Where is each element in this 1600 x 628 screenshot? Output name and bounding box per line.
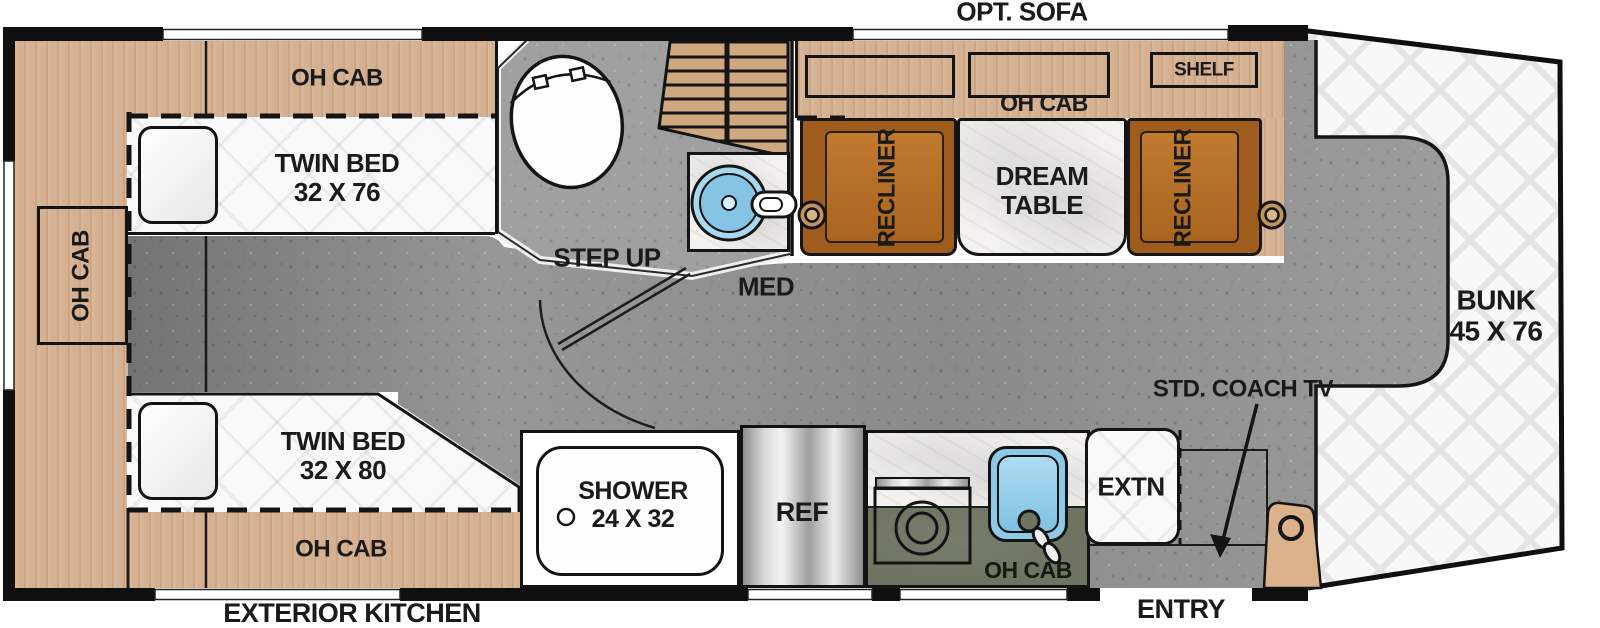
toilet-icon	[509, 54, 625, 190]
recliner-seat	[1140, 131, 1239, 243]
shelf-label: SHELF	[1174, 59, 1234, 81]
exterior-kitchen-label: EXTERIOR KITCHEN	[223, 597, 481, 628]
oh-cab-label-left: OH CAB	[67, 230, 95, 322]
kitchen-sink-icon	[988, 446, 1068, 542]
refrigerator	[740, 425, 866, 588]
kitchen-sink-basin	[997, 455, 1059, 533]
oh-cab-label-dinette: OH CAB	[1000, 90, 1088, 117]
recliner-right-label: RECLINER	[1169, 128, 1197, 248]
extn-label: EXTN	[1097, 471, 1165, 502]
recliner-left	[800, 118, 957, 256]
pillow-icon	[138, 126, 218, 224]
bath-vanity-counter	[687, 152, 790, 252]
dinette-cabinet-box	[805, 55, 955, 98]
oh-cab-label-galley: OH CAB	[984, 557, 1072, 584]
shelf-box	[1150, 52, 1258, 88]
med-label: MED	[737, 271, 795, 302]
entry-label: ENTRY	[1136, 593, 1226, 624]
stove-backsplash	[875, 477, 970, 490]
oh-cab-label-top: OH CAB	[291, 64, 383, 92]
opt-sofa-label: OPT. SOFA	[956, 0, 1088, 27]
oh-cab-bottom-band	[127, 512, 520, 588]
oh-cab-label-bottom: OH CAB	[295, 535, 387, 563]
recliner-seat	[825, 131, 944, 243]
step-up-label: STEP UP	[553, 242, 661, 273]
dream-table	[957, 118, 1127, 256]
recliner-right	[1127, 118, 1262, 256]
oh-cab-top-band	[13, 40, 495, 117]
pillow-icon	[138, 402, 218, 500]
door-swing-icon	[538, 266, 691, 430]
dinette-cabinet-box	[968, 52, 1110, 98]
ref-label: REF	[775, 496, 829, 527]
rear-wardrobe-column	[13, 40, 128, 588]
extn-cushion	[1085, 428, 1180, 545]
recliner-left-label: RECLINER	[873, 128, 901, 248]
std-coach-tv-label: STD. COACH TV	[1152, 375, 1334, 403]
